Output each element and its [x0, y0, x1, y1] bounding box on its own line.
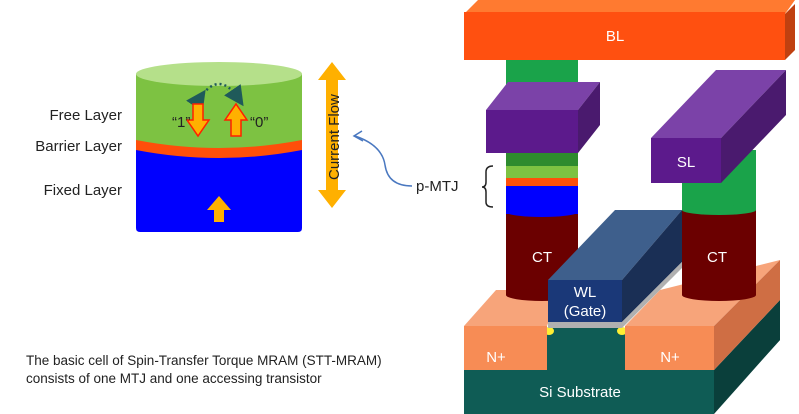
source-line — [651, 70, 786, 183]
ct-left-label: CT — [532, 249, 552, 266]
wl-gate-label: (Gate) — [564, 303, 607, 320]
n-plus-left — [464, 290, 560, 370]
free-layer-top — [136, 62, 302, 86]
word-line-gate — [548, 210, 682, 328]
p-mtj-label: p-MTJ — [416, 178, 459, 195]
arrow-up-icon — [223, 102, 249, 137]
current-flow-label: Current Flow — [326, 94, 343, 180]
p-mtj-brace — [481, 165, 494, 208]
state-one-label: “1” — [172, 114, 190, 131]
n-plus-right-label: N+ — [660, 349, 680, 366]
bit-line — [464, 0, 795, 60]
wl-label: WL — [574, 284, 597, 301]
current-flow-arrow-icon — [318, 62, 346, 208]
caption-line-1: The basic cell of Spin-Transfer Torque M… — [26, 353, 382, 368]
state-zero-label: “0” — [250, 114, 268, 131]
caption: The basic cell of Spin-Transfer Torque M… — [26, 352, 382, 388]
mtj-cylinder: “1” “0” — [136, 62, 302, 232]
fixed-arrow-icon — [207, 196, 231, 222]
pointer-arrow-icon — [354, 135, 413, 187]
switching-arc — [186, 82, 244, 112]
arrow-down-icon — [185, 103, 211, 138]
si-substrate — [464, 300, 780, 414]
barrier-layer-label: Barrier Layer — [35, 138, 122, 155]
substrate-label: Si Substrate — [539, 384, 621, 401]
bl-label: BL — [606, 28, 624, 45]
caption-line-2: consists of one MTJ and one accessing tr… — [26, 371, 322, 386]
mtj-electrode-block — [486, 82, 600, 153]
free-layer-label: Free Layer — [49, 107, 122, 124]
n-plus-left-label: N+ — [486, 349, 506, 366]
fixed-layer — [136, 152, 302, 232]
sl-label: SL — [677, 154, 695, 171]
fixed-layer-label: Fixed Layer — [44, 182, 122, 199]
ct-right-label: CT — [707, 249, 727, 266]
